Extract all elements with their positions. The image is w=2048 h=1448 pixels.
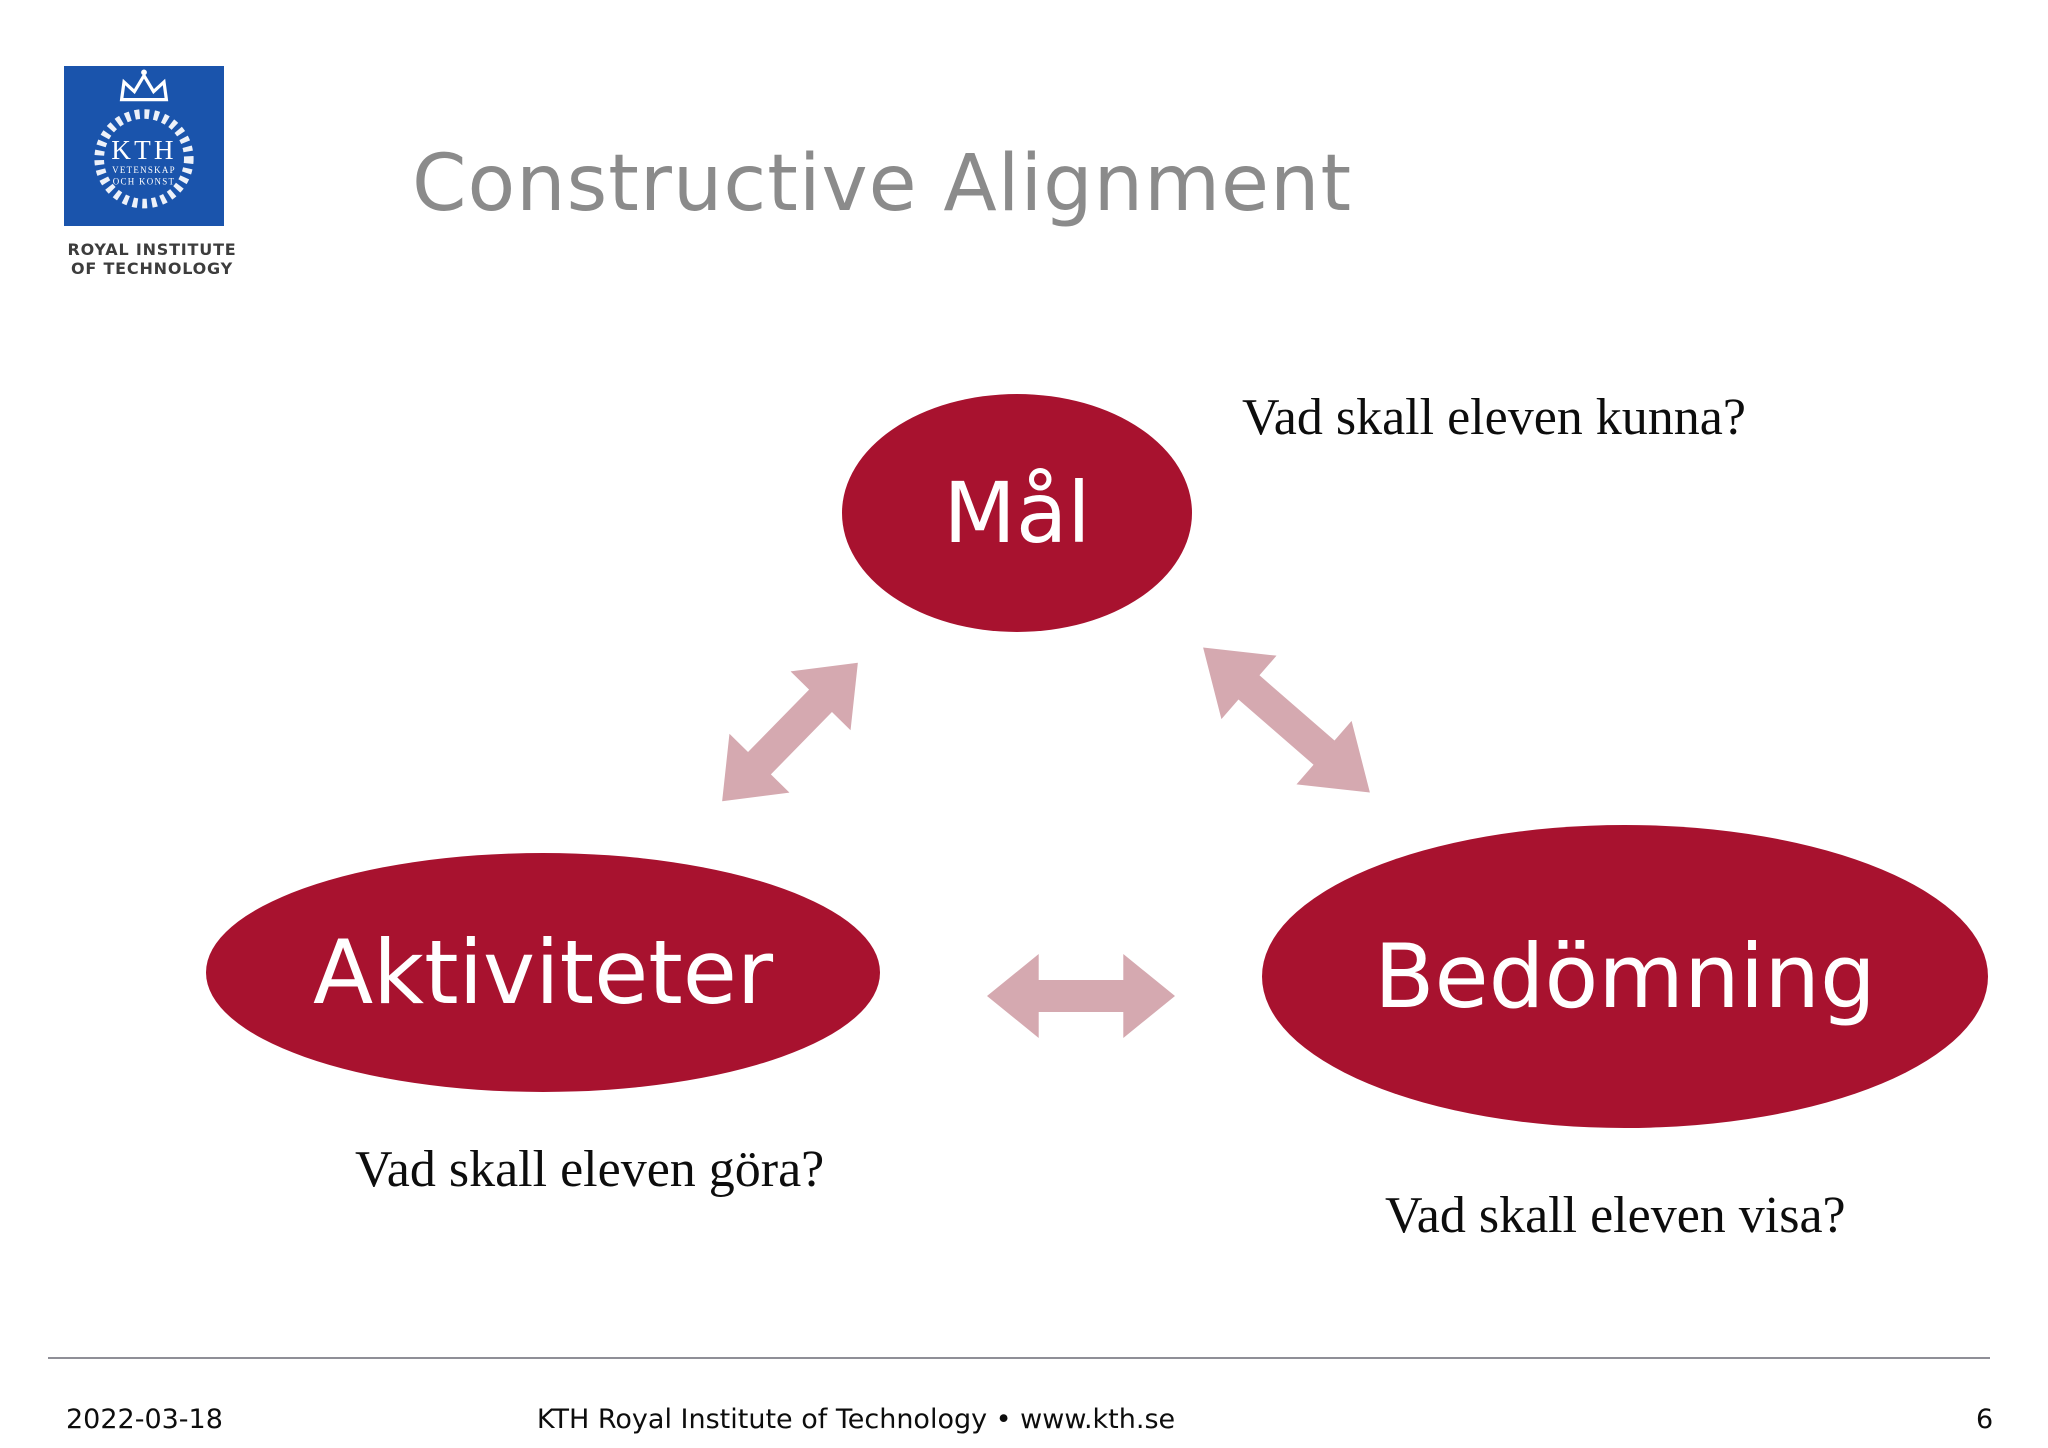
crown-orb-icon — [141, 69, 147, 76]
wreath-icon — [94, 109, 194, 209]
page-title: Constructive Alignment — [412, 139, 1353, 229]
question-visa: Vad skall eleven visa? — [1385, 1187, 1846, 1244]
logo-motto-line2: OCH KONST — [113, 176, 176, 186]
double-arrow-mal-bedomning-icon — [1176, 616, 1398, 824]
footer-page-number: 6 — [1976, 1404, 1994, 1435]
question-gora: Vad skall eleven göra? — [355, 1141, 825, 1198]
institute-name: ROYAL INSTITUTE OF TECHNOLOGY — [32, 240, 272, 278]
node-mal: Mål — [842, 394, 1192, 632]
double-arrow-mal-aktiviteter-icon — [692, 633, 888, 830]
node-bedomning-label: Bedömning — [1374, 925, 1876, 1028]
question-kunna: Vad skall eleven kunna? — [1242, 389, 1746, 446]
footer-center-text: KTH Royal Institute of Technology • www.… — [536, 1404, 1176, 1435]
institute-name-line1: ROYAL INSTITUTE — [67, 240, 237, 259]
crown-icon — [119, 72, 169, 102]
footer-date: 2022-03-18 — [66, 1404, 223, 1435]
double-arrow-aktiviteter-bedomning-icon — [987, 954, 1175, 1038]
node-mal-label: Mål — [943, 464, 1091, 562]
kth-emblem-icon: KTH VETENSKAP OCH KONST — [94, 69, 194, 209]
logo-acronym: KTH — [111, 135, 176, 165]
node-aktiviteter: Aktiviteter — [206, 853, 880, 1092]
kth-logo: KTH VETENSKAP OCH KONST — [64, 66, 224, 226]
node-bedomning: Bedömning — [1262, 825, 1988, 1128]
institute-name-line2: OF TECHNOLOGY — [70, 259, 234, 278]
node-aktiviteter-label: Aktiviteter — [312, 921, 774, 1024]
footer-divider — [48, 1357, 1990, 1359]
logo-motto-line1: VETENSKAP — [112, 165, 176, 175]
